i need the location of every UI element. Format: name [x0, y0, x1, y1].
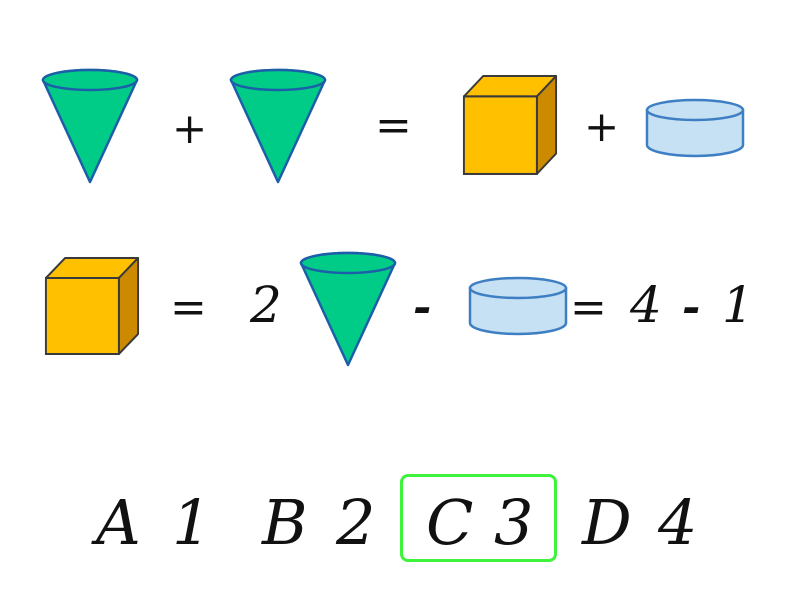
cube-icon	[44, 256, 140, 356]
equals-sign: =	[375, 100, 412, 151]
option-d-value[interactable]: 4	[658, 486, 698, 559]
option-d-letter[interactable]: D	[582, 486, 632, 559]
cylinder-icon	[645, 98, 745, 158]
equals-sign: =	[570, 282, 607, 333]
plus-sign: +	[584, 102, 620, 151]
plus-sign: +	[172, 104, 208, 153]
option-c-value[interactable]: 3	[494, 486, 534, 559]
cube-icon	[462, 74, 558, 176]
number-four: 4	[630, 276, 662, 334]
selected-answer-highlight	[400, 474, 557, 562]
option-a-letter[interactable]: A	[96, 486, 141, 559]
cone-icon	[228, 66, 328, 186]
cylinder-icon	[468, 276, 568, 336]
cone-icon	[298, 248, 398, 370]
option-c-letter[interactable]: C	[426, 486, 474, 559]
equals-sign: =	[170, 282, 207, 333]
option-b-value[interactable]: 2	[336, 486, 376, 559]
option-b-letter[interactable]: B	[262, 486, 308, 559]
number-one: 1	[722, 276, 754, 334]
minus-sign: -	[413, 282, 432, 333]
minus-sign: -	[682, 282, 701, 333]
option-a-value[interactable]: 1	[172, 486, 212, 559]
coefficient-number: 2	[250, 276, 282, 334]
cone-icon	[40, 66, 140, 186]
